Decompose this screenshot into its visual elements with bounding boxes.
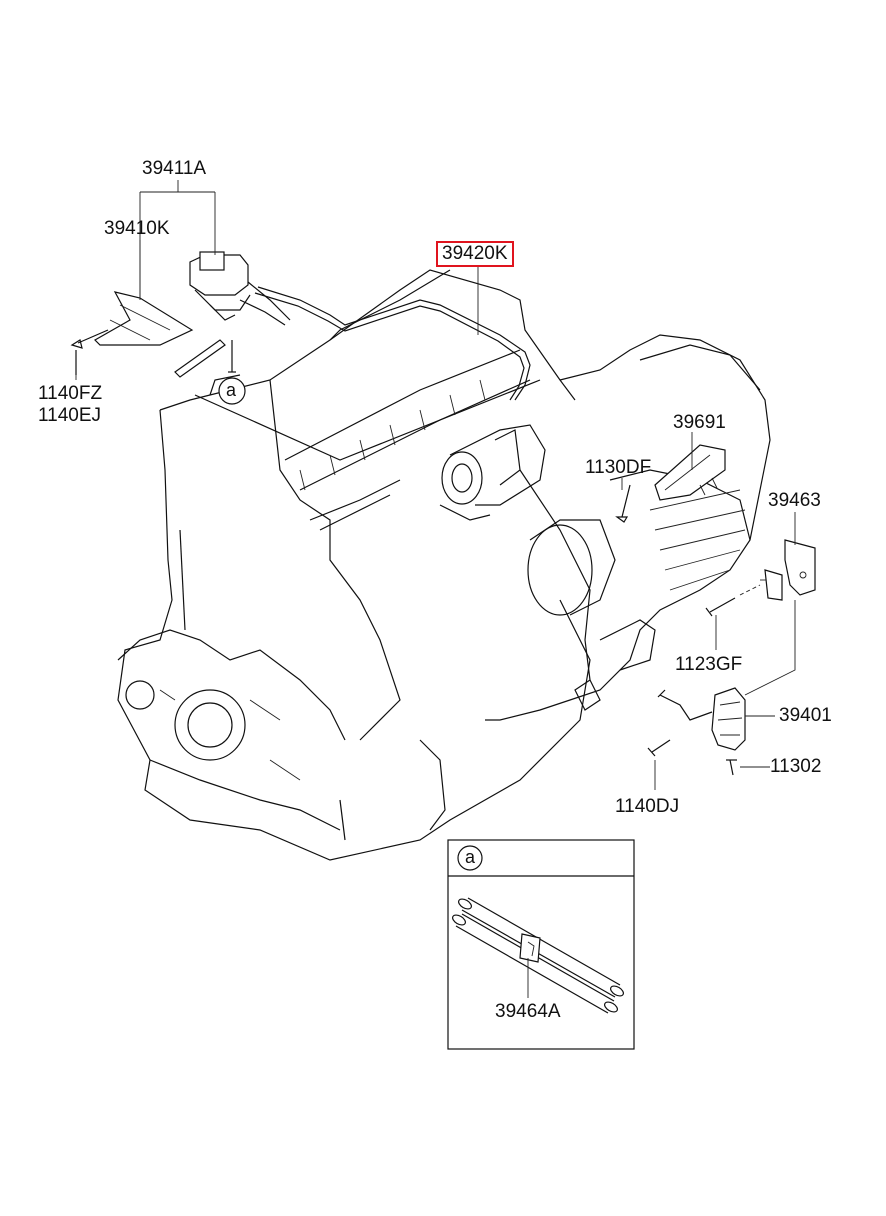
vacuum-hose — [254, 286, 531, 401]
label-11302[interactable]: 11302 — [770, 756, 822, 777]
callout-circle-a — [218, 377, 246, 405]
label-39463[interactable]: 39463 — [768, 490, 821, 511]
label-1123GF[interactable]: 1123GF — [675, 654, 743, 675]
label-39401[interactable]: 39401 — [779, 705, 832, 726]
label-39420K[interactable]: 39420K — [436, 241, 514, 267]
callout-letter-a: a — [226, 380, 237, 400]
solenoid-valve-assembly — [70, 251, 291, 378]
label-1140DJ[interactable]: 1140DJ — [615, 796, 680, 817]
engine-block — [117, 269, 771, 861]
leader-lines — [75, 180, 796, 790]
label-39411A[interactable]: 39411A — [142, 158, 207, 179]
inset-letter-a: a — [465, 847, 476, 867]
label-39410K[interactable]: 39410K — [104, 218, 170, 239]
inset-circle-a — [457, 845, 483, 871]
label-1140EJ[interactable]: 1140EJ — [38, 405, 102, 426]
sensor-39401 — [647, 600, 796, 776]
bracket-39691 — [615, 444, 726, 523]
label-39691[interactable]: 39691 — [673, 412, 726, 433]
label-39464A[interactable]: 39464A — [495, 1001, 561, 1022]
label-1130DF[interactable]: 1130DF — [585, 457, 652, 478]
label-1140FZ[interactable]: 1140FZ — [38, 383, 103, 404]
inset-box — [447, 839, 635, 1050]
bracket-39463 — [705, 539, 816, 617]
